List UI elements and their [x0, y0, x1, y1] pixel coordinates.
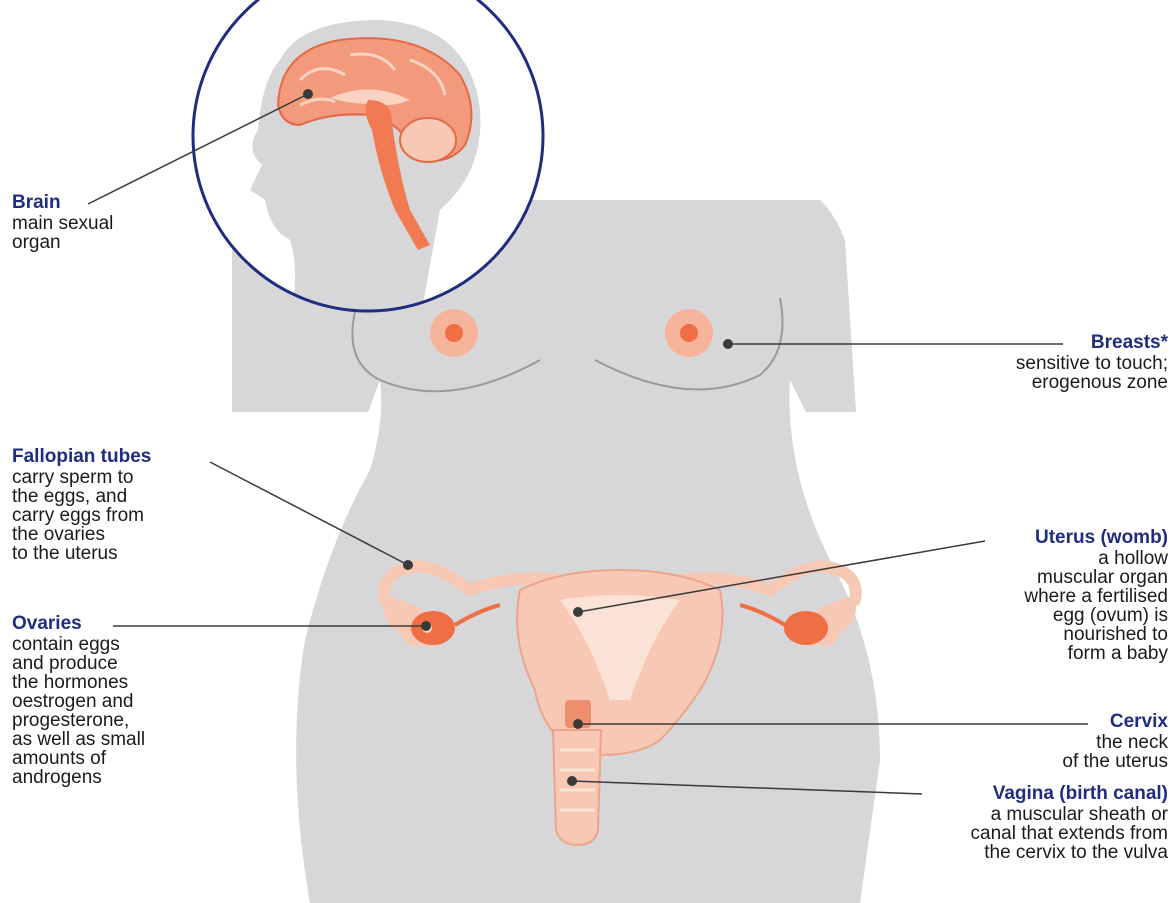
label-fallopian-title: Fallopian tubes — [12, 446, 151, 468]
label-brain-title: Brain — [12, 192, 113, 214]
vagina-icon — [553, 730, 601, 845]
label-cervix-desc: the neck of the uterus — [1062, 733, 1168, 771]
label-breasts: Breasts* sensitive to touch; erogenous z… — [1016, 332, 1168, 392]
label-vagina-title: Vagina (birth canal) — [971, 783, 1169, 805]
label-vagina: Vagina (birth canal) a muscular sheath o… — [971, 783, 1169, 862]
label-uterus-desc: a hollow muscular organ where a fertilis… — [1024, 549, 1168, 663]
label-ovaries: Ovaries contain eggs and produce the hor… — [12, 613, 145, 787]
ovary-right-icon — [784, 611, 828, 645]
label-cervix-title: Cervix — [1062, 711, 1168, 733]
nipple-left — [445, 324, 463, 342]
label-ovaries-desc: contain eggs and produce the hormones oe… — [12, 635, 145, 787]
ovary-left-icon — [411, 611, 455, 645]
label-breasts-title: Breasts* — [1016, 332, 1168, 354]
label-brain: Brain main sexual organ — [12, 192, 113, 252]
label-fallopian-desc: carry sperm to the eggs, and carry eggs … — [12, 468, 151, 563]
label-vagina-desc: a muscular sheath or canal that extends … — [971, 805, 1169, 862]
label-uterus: Uterus (womb) a hollow muscular organ wh… — [1024, 527, 1168, 663]
label-brain-desc: main sexual organ — [12, 214, 113, 252]
cerebellum-icon — [400, 118, 456, 162]
nipple-right — [680, 324, 698, 342]
label-ovaries-title: Ovaries — [12, 613, 145, 635]
label-fallopian-tubes: Fallopian tubes carry sperm to the eggs,… — [12, 446, 151, 563]
label-cervix: Cervix the neck of the uterus — [1062, 711, 1168, 771]
label-breasts-desc: sensitive to touch; erogenous zone — [1016, 354, 1168, 392]
label-uterus-title: Uterus (womb) — [1024, 527, 1168, 549]
